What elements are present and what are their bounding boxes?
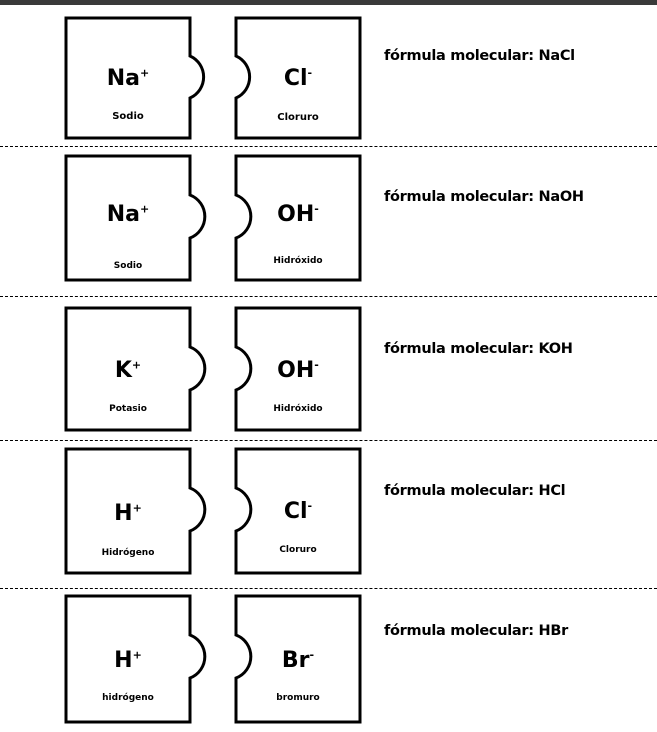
cation-name: hidrógeno xyxy=(102,693,154,703)
anion-piece xyxy=(234,154,362,282)
divider xyxy=(0,296,657,297)
anion-symbol: Br- xyxy=(281,648,315,673)
puzzle-outline xyxy=(64,447,362,575)
formula-label: fórmula molecular: KOH xyxy=(384,341,573,357)
cation-piece xyxy=(64,447,207,575)
puzzle-outline xyxy=(64,594,362,724)
puzzle-outline xyxy=(64,154,362,282)
cation-piece xyxy=(64,594,207,724)
anion-piece xyxy=(234,306,362,432)
anion-name: Hidróxido xyxy=(273,256,323,266)
puzzle-pair: K+ Potasio OH- Hidróxido xyxy=(60,304,370,444)
ion-pair-row: Na+ Sodio Cl- Cloruro fórmula molecular:… xyxy=(0,14,657,154)
cation-symbol: H+ xyxy=(114,648,142,673)
cation-piece xyxy=(64,16,206,140)
anion-name: Cloruro xyxy=(279,545,317,555)
anion-symbol: Cl- xyxy=(283,499,313,524)
cation-name: Sodio xyxy=(113,261,143,271)
formula-label: fórmula molecular: NaOH xyxy=(384,189,584,205)
anion-piece xyxy=(234,447,362,575)
anion-symbol: Cl- xyxy=(283,66,313,91)
puzzle-pair: H+ Hidrógeno Cl- Cloruro xyxy=(60,445,370,585)
ion-pair-row: Na+ Sodio OH- Hidróxido fórmula molecula… xyxy=(0,152,657,292)
formula-label: fórmula molecular: NaCl xyxy=(384,48,575,64)
anion-piece xyxy=(234,16,362,140)
puzzle-pair: Na+ Sodio Cl- Cloruro xyxy=(60,14,370,154)
cation-name: Potasio xyxy=(109,404,147,414)
cation-name: Hidrógeno xyxy=(101,548,155,558)
cation-symbol: H+ xyxy=(114,501,142,526)
anion-symbol: OH- xyxy=(277,202,319,227)
formula-label: fórmula molecular: HBr xyxy=(384,623,568,639)
divider xyxy=(0,440,657,441)
cation-piece xyxy=(64,154,207,282)
anion-symbol: OH- xyxy=(277,358,319,383)
puzzle-outline xyxy=(64,16,362,140)
puzzle-outline xyxy=(64,306,362,432)
cation-piece xyxy=(64,306,207,432)
puzzle-pair: Na+ Sodio OH- Hidróxido xyxy=(60,152,370,292)
divider xyxy=(0,588,657,589)
cation-symbol: Na+ xyxy=(106,66,150,91)
formula-label: fórmula molecular: HCl xyxy=(384,483,566,499)
puzzle-pair: H+ hidrógeno Br- bromuro xyxy=(60,592,370,732)
ion-pair-row: H+ Hidrógeno Cl- Cloruro fórmula molecul… xyxy=(0,445,657,585)
divider xyxy=(0,146,657,147)
ion-pair-row: K+ Potasio OH- Hidróxido fórmula molecul… xyxy=(0,304,657,444)
cation-symbol: K+ xyxy=(114,358,142,383)
anion-name: bromuro xyxy=(276,693,320,703)
ion-pair-row: H+ hidrógeno Br- bromuro fórmula molecul… xyxy=(0,592,657,732)
cation-symbol: Na+ xyxy=(106,202,150,227)
anion-name: Cloruro xyxy=(277,112,319,123)
top-bar xyxy=(0,0,657,5)
anion-piece xyxy=(234,594,362,724)
anion-name: Hidróxido xyxy=(273,404,323,414)
cation-name: Sodio xyxy=(112,111,144,122)
